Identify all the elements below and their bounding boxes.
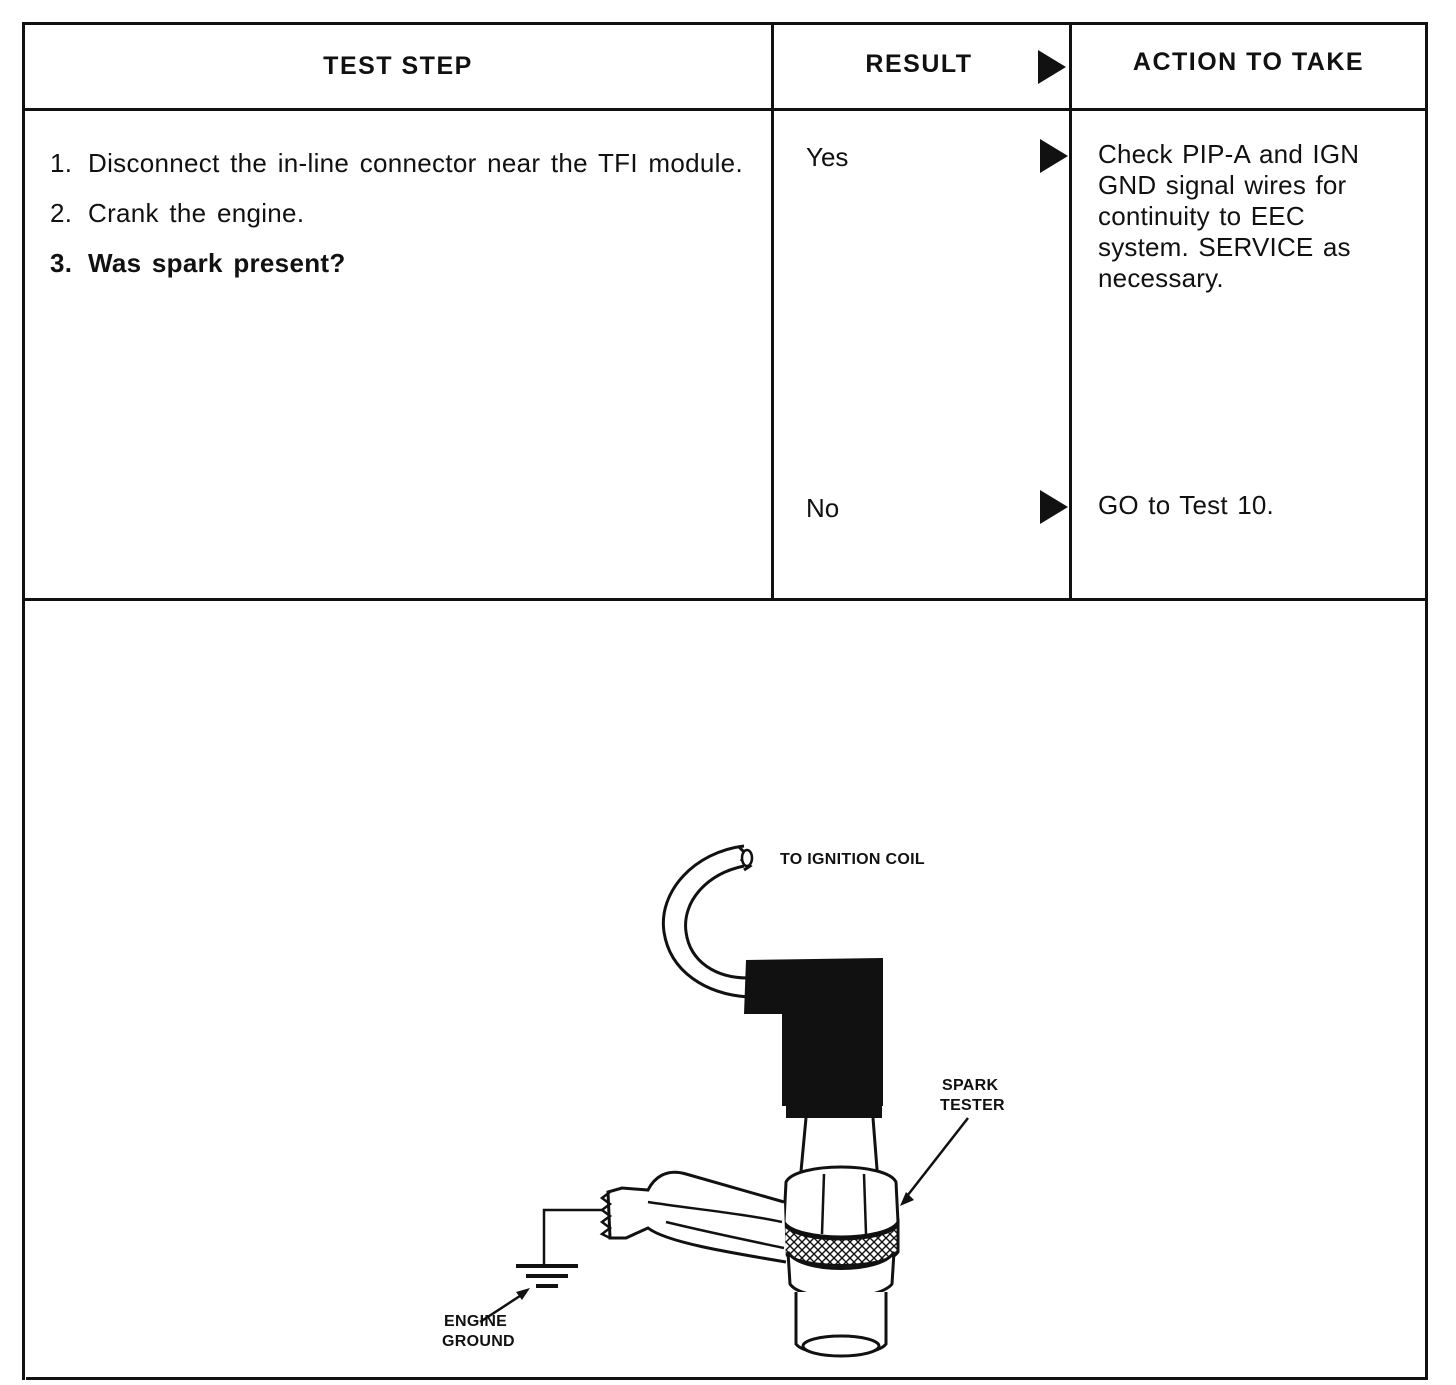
label-engine: ENGINE <box>444 1313 508 1330</box>
spark-tester-diagram: TO IGNITION COIL SPARK TESTER ENGINE GRO… <box>26 602 1428 1380</box>
header-action: ACTION TO TAKE <box>1132 48 1365 76</box>
header-arrow-icon <box>1038 50 1066 84</box>
frame-right <box>1425 22 1428 1380</box>
table-bottom-divider <box>22 598 1428 601</box>
column-divider-2 <box>1069 22 1072 600</box>
label-spark: SPARK <box>942 1077 999 1094</box>
step-number: 3. <box>50 248 73 278</box>
step-number: 2. <box>50 198 73 228</box>
action-yes: Check PIP-A and IGN GND signal wires for… <box>1098 139 1360 293</box>
header-divider <box>22 108 1428 111</box>
column-divider-1 <box>771 22 774 600</box>
test-step-item: 2. Crank the engine. <box>50 196 750 230</box>
result-yes-arrow-icon <box>1040 139 1068 173</box>
step-number: 1. <box>50 148 73 178</box>
action-no: GO to Test 10. <box>1098 490 1274 520</box>
label-to-ignition-coil: TO IGNITION COIL <box>780 851 925 868</box>
header-test-step: TEST STEP <box>323 52 473 80</box>
header-result: RESULT <box>865 50 973 78</box>
result-yes: Yes <box>806 142 849 172</box>
result-no: No <box>806 493 840 523</box>
step-text: Was spark present? <box>88 248 346 278</box>
step-text: Disconnect the in-line connector near th… <box>88 148 743 178</box>
frame-top <box>22 22 1428 25</box>
test-step-item: 3. Was spark present? <box>50 246 750 280</box>
test-step-item: 1. Disconnect the in-line connector near… <box>50 146 750 180</box>
result-no-arrow-icon <box>1040 490 1068 524</box>
label-tester: TESTER <box>940 1097 1005 1114</box>
spark-tester-illustration <box>479 844 969 1358</box>
step-text: Crank the engine. <box>88 198 305 228</box>
frame-bottom <box>26 1377 1428 1380</box>
label-ground: GROUND <box>442 1333 515 1350</box>
test-step-list: 1. Disconnect the in-line connector near… <box>50 146 750 296</box>
frame-left <box>22 22 25 1380</box>
